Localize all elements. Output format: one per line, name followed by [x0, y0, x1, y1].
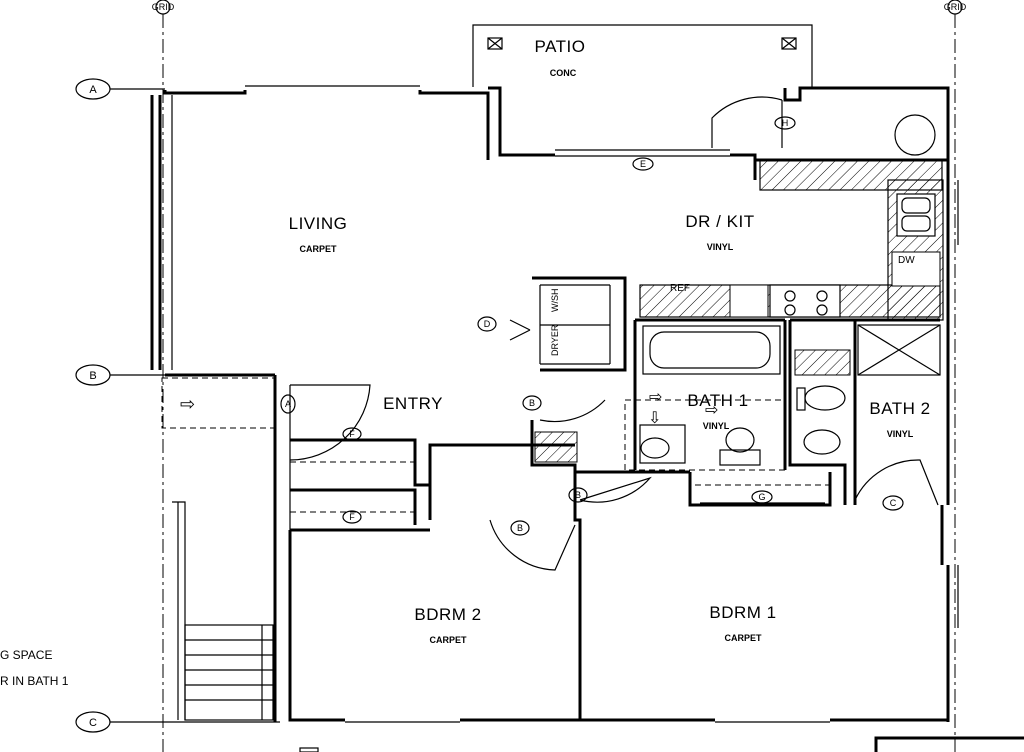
- svg-text:E: E: [640, 159, 646, 169]
- dw-label: DW: [898, 255, 915, 266]
- dr-kit-finish: VINYL: [707, 242, 734, 252]
- svg-text:A: A: [89, 84, 97, 96]
- bath1-arrow-right-icon-2: ⇨: [705, 402, 718, 419]
- svg-text:B: B: [89, 370, 96, 382]
- entry-arrow-icon: ⇨: [180, 394, 195, 414]
- grid-marker-top-left: GRID: [152, 0, 175, 15]
- bdrm1-label: BDRM 1: [709, 603, 776, 622]
- svg-text:C: C: [89, 717, 97, 729]
- dryer-label: DRYER: [550, 324, 560, 356]
- dr-kit-label: DR / KIT: [685, 212, 754, 231]
- doors: [289, 96, 939, 571]
- door-tag-e: E: [632, 157, 654, 171]
- svg-text:D: D: [484, 319, 491, 329]
- bath1-finish: VINYL: [703, 421, 730, 431]
- patio-label: PATIO: [535, 37, 586, 56]
- svg-text:H: H: [782, 118, 789, 128]
- door-tag-c: C: [882, 495, 904, 511]
- bath1-label: BATH 1: [687, 391, 748, 410]
- living-label: LIVING: [289, 214, 348, 233]
- grid-label-top-left: GRID: [152, 2, 175, 12]
- bdrm2-label: BDRM 2: [414, 605, 481, 624]
- bdrm2-finish: CARPET: [429, 635, 467, 645]
- svg-text:C: C: [890, 498, 897, 508]
- grid-label-top-right: GRID: [944, 2, 967, 12]
- svg-text:F: F: [349, 512, 355, 522]
- svg-text:B: B: [517, 523, 523, 533]
- door-tag-b-bath: B: [522, 395, 542, 411]
- door-tag-d: D: [477, 316, 497, 332]
- title-block-edge: [874, 736, 1024, 752]
- door-tag-f-upper: F: [342, 427, 362, 441]
- door-tag-g: G: [751, 490, 773, 504]
- svg-text:B: B: [575, 490, 581, 500]
- patio-finish: CONC: [550, 68, 577, 78]
- note-line-2: R IN BATH 1: [0, 674, 69, 688]
- svg-text:B: B: [529, 398, 535, 408]
- stairs: [172, 501, 274, 721]
- note-line-1: G SPACE: [0, 648, 52, 662]
- bath2-finish: VINYL: [887, 429, 914, 439]
- bath2-label: BATH 2: [869, 399, 930, 418]
- patio-vents: [487, 37, 797, 50]
- door-tag-a: A: [280, 394, 296, 414]
- door-tag-h: H: [774, 116, 796, 130]
- door-tag-b-bdrm2: B: [510, 520, 530, 536]
- svg-text:G: G: [758, 492, 765, 502]
- grid-row-b: B: [75, 364, 111, 386]
- water-heater-icon: [894, 114, 936, 156]
- grid-lines: [110, 14, 956, 752]
- svg-text:A: A: [285, 399, 291, 409]
- grid-row-a: A: [75, 78, 111, 100]
- door-tag-b-bdrm1: B: [568, 487, 588, 503]
- bdrm1-finish: CARPET: [724, 633, 762, 643]
- washer-label: W/SH: [550, 289, 560, 313]
- living-finish: CARPET: [299, 244, 337, 254]
- interior-walls: [161, 159, 944, 720]
- entry-label: ENTRY: [383, 394, 443, 413]
- grid-marker-top-right: GRID: [944, 0, 967, 15]
- grid-row-c: C: [75, 711, 111, 733]
- scale-mark: [299, 747, 319, 752]
- bath1-arrow-right-icon: ⇨: [649, 389, 662, 406]
- bath1-arrow-down-icon: ⇩: [648, 410, 661, 427]
- svg-text:F: F: [349, 429, 355, 439]
- ref-label: REF: [670, 283, 690, 294]
- door-tag-f-lower: F: [342, 510, 362, 524]
